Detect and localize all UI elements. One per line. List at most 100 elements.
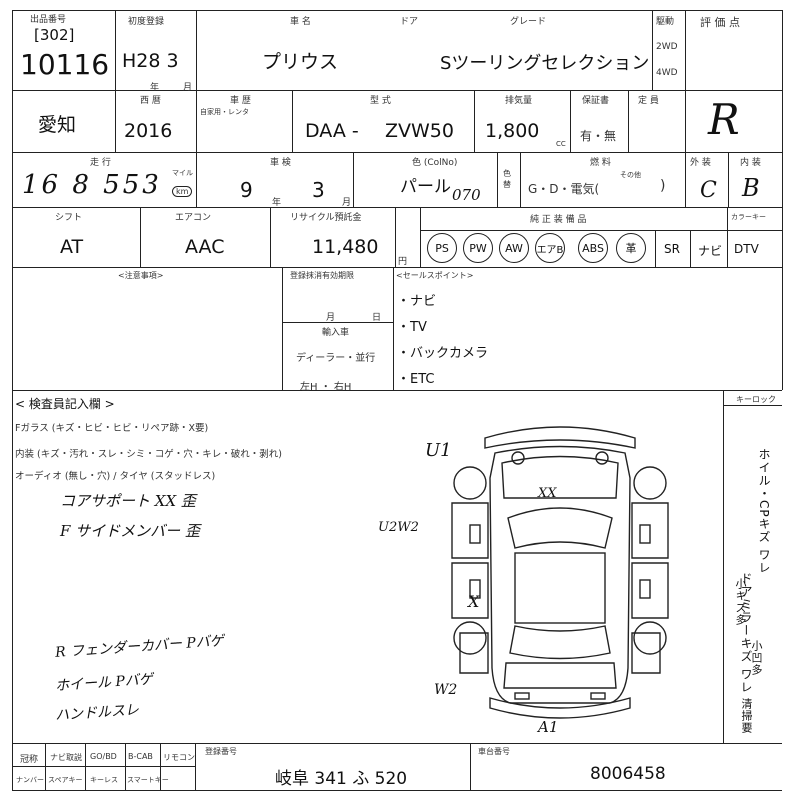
selling-point-navi: ・ナビ: [397, 294, 437, 309]
footer-cell-4: B-CAB: [128, 752, 153, 761]
equip-navi: ナビ: [698, 244, 723, 258]
year-label-2: 西 暦: [140, 96, 161, 106]
hand-note-1: コアサポート XX 歪: [60, 492, 196, 510]
prefecture: 愛知: [38, 114, 77, 136]
exterior-label: 外 装: [690, 158, 711, 168]
car-name: プリウス: [262, 51, 339, 73]
km-unit: km: [172, 186, 193, 197]
selling-point-camera: ・バックカメラ: [397, 346, 489, 361]
mark-x: X: [468, 592, 480, 611]
mile-unit: マイル: [172, 169, 193, 177]
keylock-label: キーロック: [736, 395, 776, 404]
expiry-label: 登録抹消有効期限: [290, 271, 354, 280]
mark-u2w2: U2W2: [378, 520, 419, 535]
warranty-label: 保証書: [582, 96, 610, 106]
keyless-label: カラーキー: [731, 213, 766, 221]
ac-label: エアコン: [175, 213, 212, 223]
equip-leather: 革: [616, 233, 646, 263]
footer-cell-8: キーレス: [90, 776, 118, 784]
right-note-4: 小凹多: [750, 640, 763, 676]
mark-a1: A1: [538, 718, 559, 736]
car-name-label: 車 名: [290, 17, 311, 27]
footer-cell-7: スペアキー: [48, 776, 83, 784]
chassis-label: 車台番号: [478, 747, 510, 756]
hand-note-4: ホイール Pバゲ: [54, 671, 154, 695]
door-label: ドア: [400, 17, 419, 27]
car-diagram: [451, 426, 669, 719]
history-sub: 自家用・レンタ: [200, 108, 249, 116]
equip-sr: SR: [664, 242, 680, 256]
footer-cell-5: リモコン: [163, 753, 195, 762]
mileage-value: 16 8 553: [22, 170, 162, 200]
footer-cell-1: 冠称: [20, 755, 39, 765]
hand-note-3: R フェンダーカバー Pバゲ: [54, 633, 225, 661]
grade-label: グレード: [510, 17, 547, 27]
lot-number: 10116: [20, 48, 110, 81]
selling-point-tv: ・TV: [397, 320, 427, 335]
equip-airbag: エアB: [535, 233, 565, 263]
model-code: ZVW50: [385, 120, 454, 142]
equip-abs: ABS: [578, 233, 608, 263]
year-label: 年: [150, 83, 160, 93]
mark-xx: XX: [538, 486, 557, 501]
plate-label: 登録番号: [205, 747, 237, 756]
footer-cell-6: ナンバー: [16, 776, 44, 784]
mark-w2: W2: [434, 682, 458, 698]
hand-note-5: ハンドルスレ: [54, 702, 140, 724]
steering-label: 左H ・ 右H: [300, 382, 352, 393]
plate: 岐阜 341 ふ 520: [275, 769, 408, 789]
footer-cell-3: GO/BD: [90, 752, 117, 761]
fuel-other: その他: [620, 171, 641, 179]
right-note-5: 清掃要: [740, 698, 753, 734]
drive-label: 駆動: [656, 17, 675, 27]
grade: Sツーリングセレクション: [440, 53, 650, 74]
inspection-month: 3: [312, 178, 325, 202]
displacement-label: 排気量: [505, 96, 533, 106]
mark-u1: U1: [425, 440, 452, 461]
shift-label: シフト: [55, 213, 83, 223]
first-reg-value: H28 3: [122, 50, 179, 72]
caution-label: <注意事項>: [118, 271, 164, 280]
interior-label: 内 装: [740, 158, 761, 168]
inspection-year: 9: [240, 178, 253, 202]
displacement: 1,800: [485, 120, 540, 142]
exterior-value: C: [700, 178, 717, 203]
dealer-label: ディーラー・並行: [296, 353, 376, 364]
color-change-label: 色替: [503, 169, 511, 189]
interior-value: B: [742, 174, 760, 202]
score-label: 評 価 点: [700, 16, 740, 29]
color-value: パール: [400, 177, 451, 197]
model-label: 型 式: [370, 96, 391, 106]
warranty-value: 有・無: [580, 129, 617, 143]
equip-aw: AW: [499, 233, 529, 263]
color-label: 色 (ColNo): [412, 158, 458, 168]
right-note-2: ドアミラーキズ ワレ: [739, 572, 753, 694]
recycle-value: 11,480: [312, 236, 379, 258]
yen-unit: 円: [398, 257, 408, 267]
equip-ps: PS: [427, 233, 457, 263]
fuel-options: G・D・電気(: [528, 182, 600, 196]
hand-note-2: F サイドメンバー 歪: [60, 522, 200, 540]
footer-cell-2: ナビ取説: [50, 753, 82, 762]
year-value: 2016: [124, 120, 173, 142]
drive-4wd: 4WD: [656, 68, 678, 78]
lane-code: [302]: [34, 26, 75, 44]
equip-dtv: DTV: [734, 242, 759, 256]
inspector-interior: 内装 (キズ・汚れ・スレ・シミ・コゲ・穴・キレ・破れ・剥れ): [15, 449, 282, 460]
ac-value: AAC: [185, 236, 225, 258]
model-prefix: DAA -: [305, 120, 359, 142]
history-label: 車 歴: [230, 96, 251, 106]
selling-label: <セールスポイント>: [396, 271, 474, 280]
shift-value: AT: [60, 236, 84, 258]
capacity-label: 定 員: [638, 96, 659, 106]
recycle-label: リサイクル預託金: [290, 213, 362, 223]
inspector-audio: オーディオ (無し・穴) / タイヤ (スタッドレス): [15, 471, 216, 482]
inspector-title: < 検査員記入欄 >: [15, 397, 115, 411]
selling-point-etc: ・ETC: [397, 372, 435, 387]
drive-2wd: 2WD: [656, 42, 678, 52]
chassis: 8006458: [590, 764, 666, 784]
fuel-label: 燃 料: [590, 158, 611, 168]
fuel-close: ): [660, 178, 666, 194]
equipment-label: 純 正 装 備 品: [530, 215, 587, 225]
first-reg-label: 初度登録: [128, 17, 165, 27]
